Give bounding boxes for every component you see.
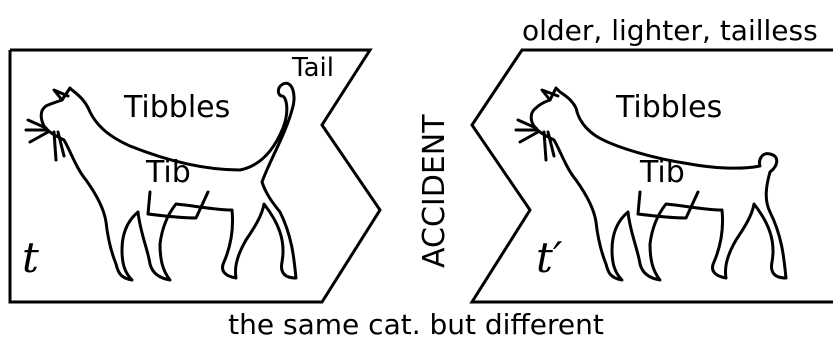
time-t-prime-label: t′ (536, 233, 563, 282)
left-tibbles-label: Tibbles (123, 90, 230, 125)
top-caption: older, lighter, tailless (522, 14, 818, 47)
right-tib-label: Tib (639, 155, 685, 190)
accident-label: ACCIDENT (417, 114, 452, 268)
time-t-label: t (22, 233, 39, 282)
cat-ear (52, 88, 70, 102)
right-tibbles-label: Tibbles (615, 90, 722, 125)
cat-whiskers (24, 118, 66, 162)
cat-with-tail (24, 81, 298, 282)
tail-label: Tail (291, 53, 334, 83)
cat-body-outline-tailless (529, 86, 788, 282)
left-tib-label: Tib (145, 155, 191, 190)
cat-tailless (514, 86, 788, 282)
right-panel-frame (469, 48, 833, 304)
cat-body-outline (39, 81, 298, 282)
bottom-caption: the same cat. but different (228, 308, 604, 341)
cat-ear-right (540, 88, 560, 102)
left-panel-frame (8, 48, 382, 304)
cat-leg-lines-right (636, 190, 700, 220)
cat-whiskers-right (514, 118, 556, 162)
cat-leg-lines (146, 190, 210, 220)
